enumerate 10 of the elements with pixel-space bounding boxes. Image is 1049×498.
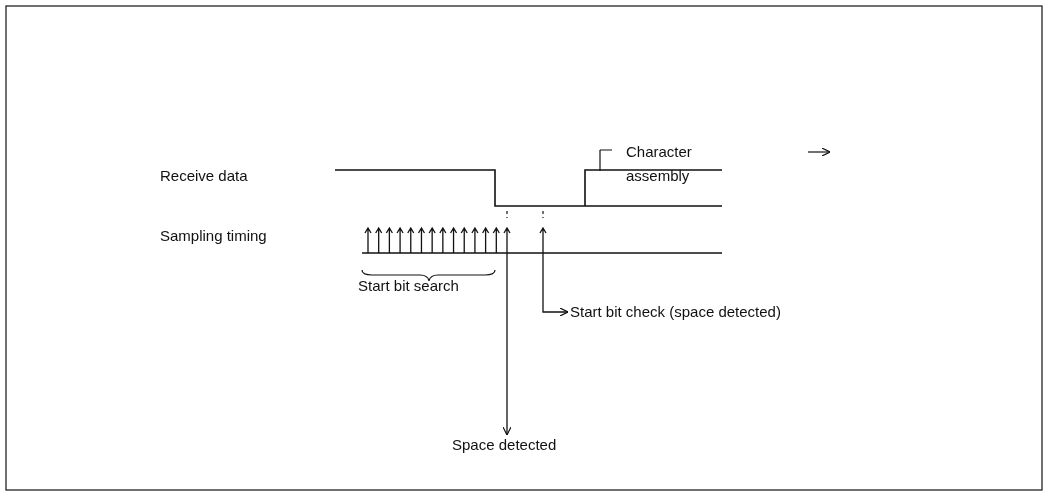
sample-arrow-icon: [503, 227, 511, 253]
signal-label: Receive data: [160, 167, 248, 185]
arrow: [502, 252, 512, 436]
signal-label: Sampling timing: [160, 227, 267, 245]
range-label: Start bit search: [358, 277, 459, 295]
annotation-text: Space detected: [452, 436, 557, 454]
section-label: Character assembly: [626, 142, 693, 186]
annotation-text: Start bit check (space detected): [570, 303, 781, 321]
arrow: [542, 252, 569, 317]
sample-arrow-icon: [539, 227, 547, 253]
